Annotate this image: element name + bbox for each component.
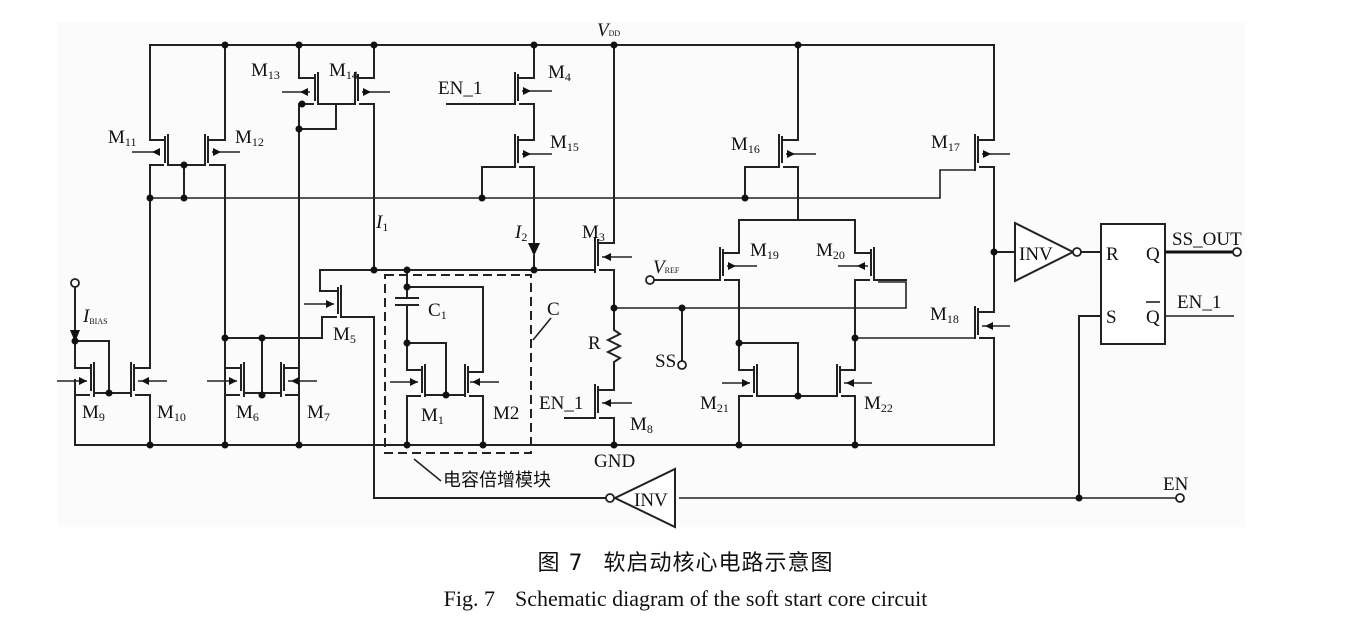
m18-label: M18 — [930, 304, 959, 326]
transistor-m8 — [564, 384, 632, 446]
transistor-m10 — [130, 197, 167, 446]
inv-bottom-label: INV — [634, 490, 668, 511]
m16-label: M16 — [731, 134, 760, 156]
m6-m7-gate-tie — [224, 316, 337, 396]
m8-label: M8 — [630, 414, 653, 436]
transistor-m20 — [838, 247, 907, 371]
latch-qbar-label: Q — [1146, 307, 1160, 328]
vref-terminal[interactable] — [645, 275, 655, 285]
m10-label: M10 — [157, 402, 186, 424]
ibias-label: IBIAS — [82, 306, 108, 327]
caption-english: Fig. 7 Schematic diagram of the soft star… — [0, 586, 1371, 612]
vref-label: VREF — [653, 257, 680, 278]
soft-start-schematic: VDD GND M11 M12 M13 M14 M4 M15 M16 M17 M… — [57, 20, 1245, 529]
ss-node-wire — [614, 281, 907, 309]
m20-label: M20 — [816, 240, 845, 262]
caption-chinese: 图 7 软启动核心电路示意图 — [0, 545, 1371, 577]
inv-top-label: INV — [1019, 244, 1053, 265]
transistor-m12 — [204, 44, 240, 446]
en-1-m8-label: EN_1 — [539, 393, 583, 414]
latch-s-label: S — [1106, 307, 1117, 328]
bias-line — [150, 169, 975, 199]
transistor-m19 — [649, 247, 757, 344]
i1-label: I1 — [375, 212, 388, 234]
caption-zh-number: 图 7 — [537, 551, 584, 576]
ss-terminal[interactable] — [677, 360, 687, 370]
vdd-rail — [149, 44, 995, 141]
m6-label: M6 — [236, 402, 259, 424]
capacitor-multiplier-block — [384, 269, 552, 482]
c-label: C — [547, 299, 560, 320]
tail-node — [738, 219, 856, 254]
ss-out-terminal[interactable] — [1232, 247, 1242, 257]
figure-background — [57, 22, 1245, 527]
r-label: R — [588, 333, 601, 354]
m7-label: M7 — [307, 402, 330, 424]
caption-en-number: Fig. 7 — [443, 586, 495, 611]
ss-label: SS — [655, 351, 676, 372]
m13-label: M13 — [251, 60, 280, 82]
i2-arrow — [528, 243, 540, 256]
en-terminal[interactable] — [1175, 493, 1185, 503]
transistor-m14 — [354, 44, 390, 271]
transistor-m4 — [446, 44, 552, 141]
c1-label: C1 — [428, 300, 447, 322]
en-1-m4-label: EN_1 — [438, 78, 482, 99]
i2-label: I2 — [514, 222, 527, 244]
m12-label: M12 — [235, 127, 264, 149]
ibias-source — [70, 286, 110, 394]
vdd-label: VDD — [597, 20, 620, 41]
m13-m14-gate-tie — [298, 103, 356, 446]
ibias-terminal[interactable] — [70, 278, 80, 288]
sr-latch — [1078, 223, 1234, 499]
transistor-m7 — [280, 337, 317, 446]
resistor-r — [599, 307, 623, 391]
m15-label: M15 — [550, 132, 579, 154]
m19-label: M19 — [750, 240, 779, 262]
m9-label: M9 — [82, 402, 105, 424]
junction-dots — [71, 41, 1083, 502]
m17-label: M17 — [931, 132, 960, 154]
transistor-m21 — [722, 342, 838, 446]
m4-label: M4 — [548, 62, 571, 84]
gnd-label: GND — [594, 451, 635, 472]
inverter-top — [993, 221, 1102, 283]
ss-out-label: SS_OUT — [1172, 229, 1242, 250]
transistor-m15 — [481, 134, 552, 246]
m3-label: M3 — [582, 222, 605, 244]
m22-label: M22 — [864, 393, 893, 415]
m5-label: M5 — [333, 324, 356, 346]
transistor-m16 — [744, 44, 816, 221]
transistor-m22 — [836, 364, 872, 446]
inverter-bottom — [605, 467, 676, 529]
transistor-m3 — [319, 44, 632, 309]
m21-label: M21 — [700, 393, 729, 415]
m14-label: M14 — [329, 60, 358, 82]
m1-label: M1 — [421, 405, 444, 427]
m2-label: M2 — [493, 403, 519, 424]
transistor-m17 — [974, 134, 1010, 253]
en-label: EN — [1163, 474, 1189, 495]
latch-r-label: R — [1106, 244, 1119, 265]
caption-en-text: Schematic diagram of the soft start core… — [515, 586, 928, 611]
transistor-m11 — [132, 44, 169, 199]
m11-label: M11 — [108, 127, 136, 149]
transistor-m18 — [974, 251, 1010, 339]
cap-multiplier-label: 电容倍增模块 — [443, 470, 551, 491]
transistor-m5 — [304, 269, 608, 499]
caption-zh-text: 软启动核心电路示意图 — [603, 551, 834, 576]
en-1-out-label: EN_1 — [1177, 292, 1221, 313]
latch-q-label: Q — [1146, 244, 1160, 265]
